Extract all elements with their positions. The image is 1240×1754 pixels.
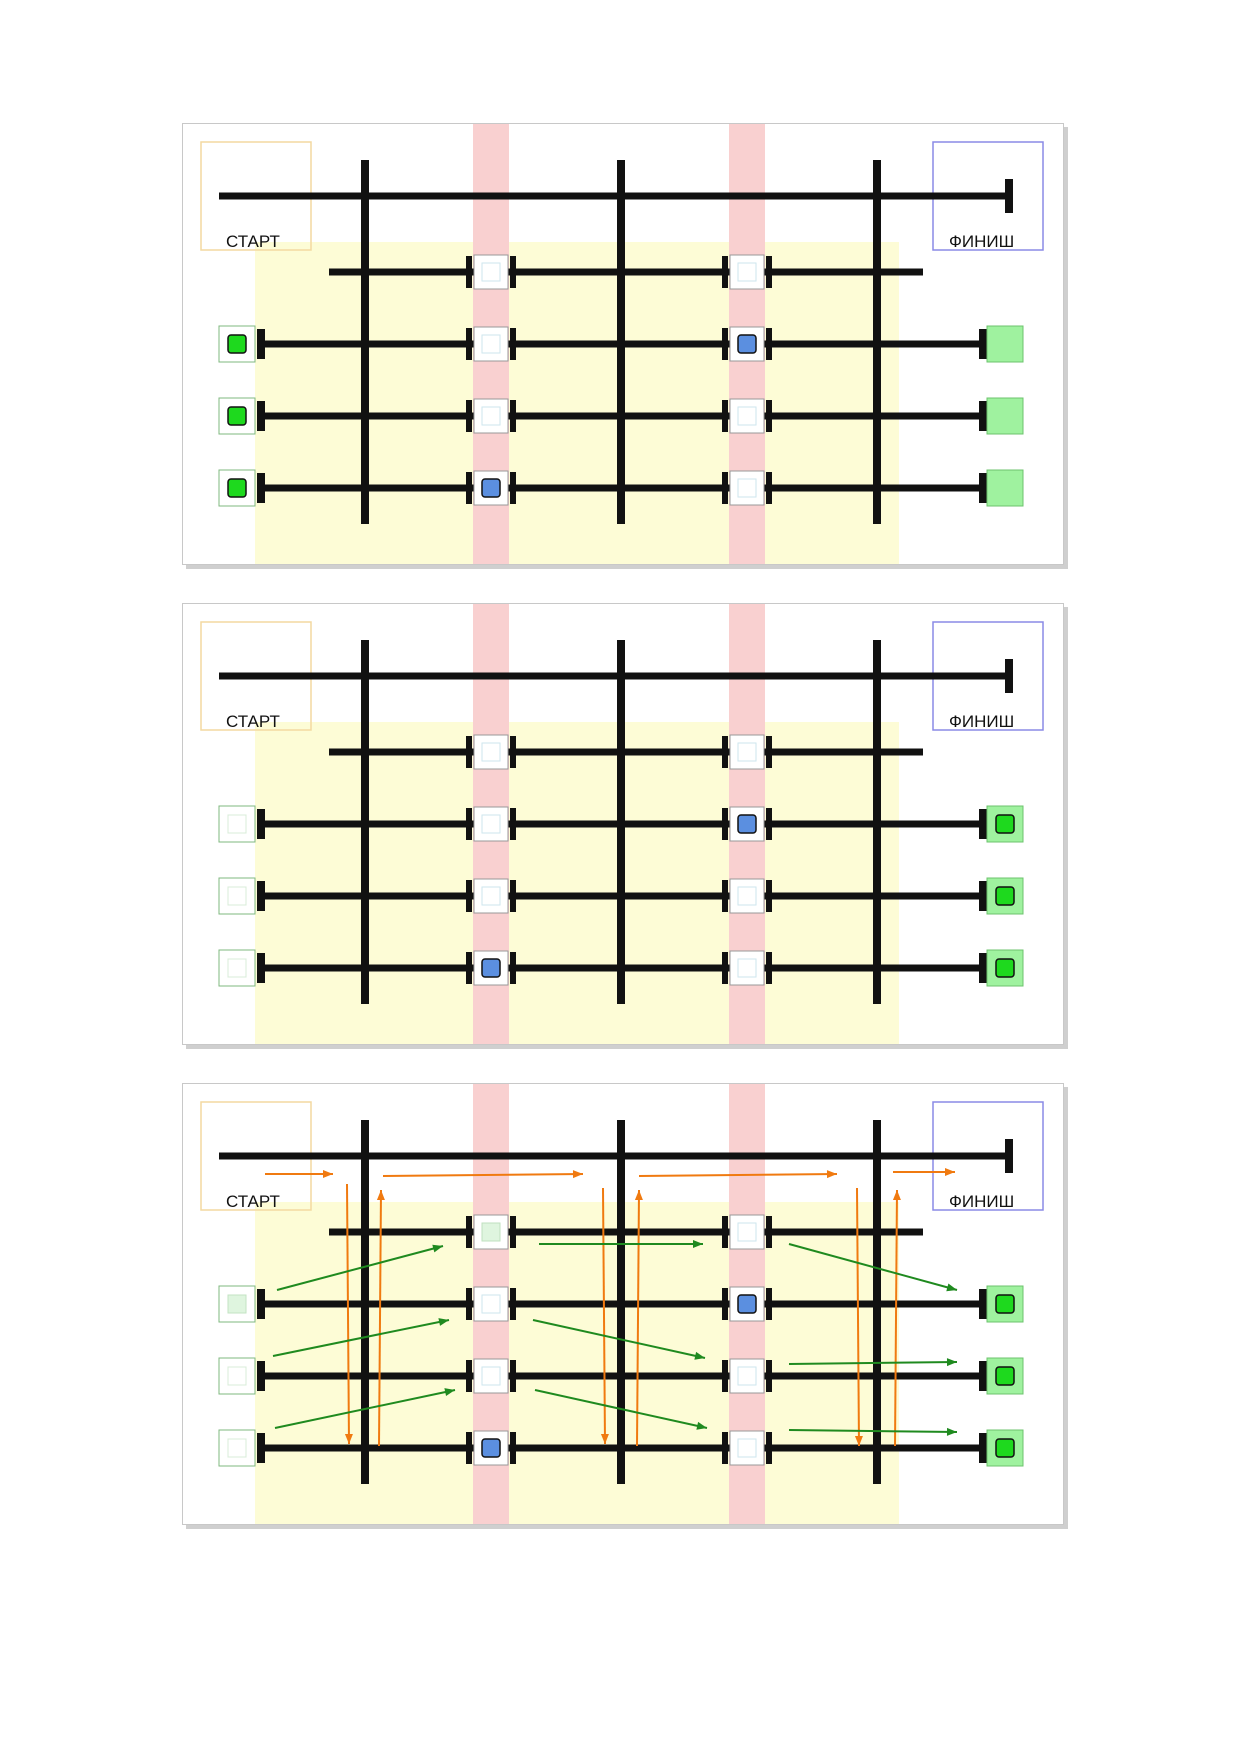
- stage-1-slot-3-frame: [473, 878, 509, 914]
- panel-2: СТАРТ ФИНИШ: [182, 603, 1064, 1045]
- orange-arrow: [894, 1189, 898, 1447]
- stage-2-slot-3-empty-marker: [737, 406, 757, 426]
- stage-2-slot-1-frame: [729, 734, 765, 770]
- process-zone: [255, 722, 899, 1044]
- green-arrow: [534, 1389, 708, 1429]
- stage-2-slot-1-empty-marker: [737, 742, 757, 762]
- green-arrow-head: [694, 1351, 705, 1360]
- finish-slot-1-green-marker: [995, 814, 1015, 834]
- stage-1-slot-2-empty-marker: [481, 334, 501, 354]
- orange-arrow-head: [376, 1190, 385, 1201]
- stage-2-slot-4-empty-marker: [737, 1438, 757, 1458]
- orange-arrow: [382, 1173, 584, 1177]
- start-slot-green-marker: [227, 406, 247, 426]
- start-slot-empty-marker: [227, 958, 247, 978]
- start-slot-1: [218, 325, 256, 363]
- orange-arrow-head: [854, 1435, 863, 1446]
- orange-arrow: [856, 1187, 860, 1447]
- green-arrow-head: [946, 1427, 957, 1436]
- green-arrow: [276, 1245, 444, 1291]
- stage-1-slot-4-blue-marker: [481, 958, 501, 978]
- process-zone: [255, 242, 899, 564]
- stage-2-slot-4-empty-marker: [737, 958, 757, 978]
- stage-1-slot-1-empty-marker: [481, 262, 501, 282]
- stage-2-slot-2-blue-marker: [737, 814, 757, 834]
- orange-arrow-head: [826, 1170, 837, 1179]
- stage-2-slot-2-blue-marker: [737, 1294, 757, 1314]
- finish-label: ФИНИШ: [949, 232, 1015, 251]
- green-arrow: [788, 1243, 958, 1291]
- panel-3: СТАРТ ФИНИШ: [182, 1083, 1064, 1525]
- finish-slot-3: [986, 469, 1024, 507]
- grid-diagram: [200, 124, 1044, 564]
- green-arrow-head: [696, 1421, 707, 1430]
- stage-1-slot-1-empty-marker: [481, 742, 501, 762]
- green-arrow: [788, 1429, 958, 1433]
- start-slot-empty-marker: [227, 1438, 247, 1458]
- stage-2-slot-3-empty-marker: [737, 1366, 757, 1386]
- green-arrow: [272, 1319, 450, 1357]
- stage-2-slot-2-blue-marker: [737, 334, 757, 354]
- green-arrow: [788, 1361, 958, 1365]
- green-arrow-head: [946, 1358, 957, 1367]
- green-arrow: [274, 1389, 456, 1429]
- start-slot-empty-marker: [227, 814, 247, 834]
- green-arrow-head: [432, 1244, 443, 1253]
- stage-1-slot-3-empty-marker: [481, 406, 501, 426]
- green-arrow-head: [693, 1240, 703, 1248]
- panel-1: СТАРТ ФИНИШ: [182, 123, 1064, 565]
- green-arrow-head: [444, 1388, 455, 1396]
- finish-slot-3-green-marker: [995, 1438, 1015, 1458]
- start-label: СТАРТ: [226, 232, 280, 251]
- start-slot-empty-marker: [227, 886, 247, 906]
- start-slot-green-marker: [227, 478, 247, 498]
- start-label: СТАРТ: [226, 712, 280, 731]
- orange-arrow: [378, 1189, 382, 1447]
- stage-2-slot-2-frame: [729, 1286, 765, 1322]
- stage-2-slot-1-empty-marker: [737, 262, 757, 282]
- start-slot-faded-marker: [227, 1294, 247, 1314]
- stage-2-slot-1-empty-marker: [737, 1222, 757, 1242]
- orange-arrow-head: [945, 1168, 955, 1176]
- stage-1-slot-4-blue-marker: [481, 478, 501, 498]
- stage-2-slot-4-empty-marker: [737, 478, 757, 498]
- stage-1-slot-1-faded-marker: [481, 1222, 501, 1242]
- orange-arrow-head: [892, 1190, 901, 1201]
- finish-slot-1-green-marker: [995, 1294, 1015, 1314]
- start-slot-green-marker: [227, 334, 247, 354]
- start-slot-3: [218, 949, 256, 987]
- stage-2-slot-3-empty-marker: [737, 886, 757, 906]
- green-arrow: [532, 1319, 706, 1359]
- finish-label: ФИНИШ: [949, 1192, 1015, 1211]
- finish-slot-2: [986, 397, 1024, 435]
- orange-arrow: [638, 1173, 838, 1177]
- stage-1-slot-3-empty-marker: [481, 1366, 501, 1386]
- orange-arrow-head: [600, 1433, 609, 1444]
- stage-1-slot-3-empty-marker: [481, 886, 501, 906]
- finish-slot-2-green-marker: [995, 886, 1015, 906]
- finish-slot-1: [986, 325, 1024, 363]
- orange-arrow-head: [344, 1433, 353, 1444]
- orange-arrow: [346, 1183, 350, 1445]
- stage-1-slot-2-empty-marker: [481, 1294, 501, 1314]
- stage-1-slot-2-empty-marker: [481, 814, 501, 834]
- grid-diagram: [200, 1084, 1044, 1524]
- finish-slot-3-green-marker: [995, 958, 1015, 978]
- start-slot-empty-marker: [227, 1366, 247, 1386]
- stage-1-slot-2-frame: [473, 806, 509, 842]
- orange-arrow-head: [634, 1190, 643, 1201]
- orange-arrow-head: [572, 1170, 583, 1179]
- green-arrow-head: [438, 1318, 449, 1326]
- grid-diagram: [200, 604, 1044, 1044]
- orange-arrow: [602, 1187, 606, 1445]
- green-arrow-head: [946, 1283, 957, 1292]
- orange-arrow-head: [323, 1170, 333, 1178]
- finish-slot-3-box: [986, 949, 1024, 987]
- stage-1-slot-4-blue-marker: [481, 1438, 501, 1458]
- finish-slot-2-green-marker: [995, 1366, 1015, 1386]
- orange-arrow: [636, 1189, 640, 1447]
- finish-label: ФИНИШ: [949, 712, 1015, 731]
- start-label: СТАРТ: [226, 1192, 280, 1211]
